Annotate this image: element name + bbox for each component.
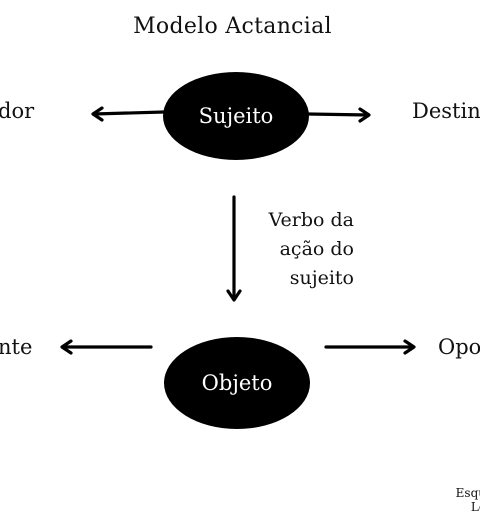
subject-node: Sujeito: [163, 72, 309, 160]
verb-line-3: sujeito: [289, 267, 354, 289]
arrow-right-top-line: [306, 112, 370, 117]
footnote: Esqu Le: [456, 486, 480, 514]
left-bottom-label: nte: [0, 335, 33, 359]
subject-node-label: Sujeito: [198, 104, 274, 128]
right-bottom-label: Opo: [438, 335, 480, 359]
arrow-right-bottom-head: [403, 339, 416, 355]
verb-line-2: ação do: [279, 238, 354, 260]
arrow-left-bottom-head: [60, 339, 73, 355]
right-top-label: Destin: [412, 99, 480, 123]
footnote-line-2: Le: [470, 500, 480, 514]
arrow-right-top-head: [358, 107, 371, 123]
left-top-label: dor: [0, 99, 35, 123]
footnote-line-1: Esqu: [455, 486, 480, 500]
object-node: Objeto: [164, 337, 310, 429]
object-node-label: Objeto: [201, 371, 273, 395]
arrow-down-head: [226, 289, 242, 302]
arrow-left-top-head: [91, 106, 104, 122]
arrow-left-top-line: [92, 110, 166, 116]
verb-label: Verbo da ação do sujeito: [250, 206, 354, 293]
diagram-title: Modelo Actancial: [133, 14, 332, 39]
verb-line-1: Verbo da: [268, 209, 354, 231]
